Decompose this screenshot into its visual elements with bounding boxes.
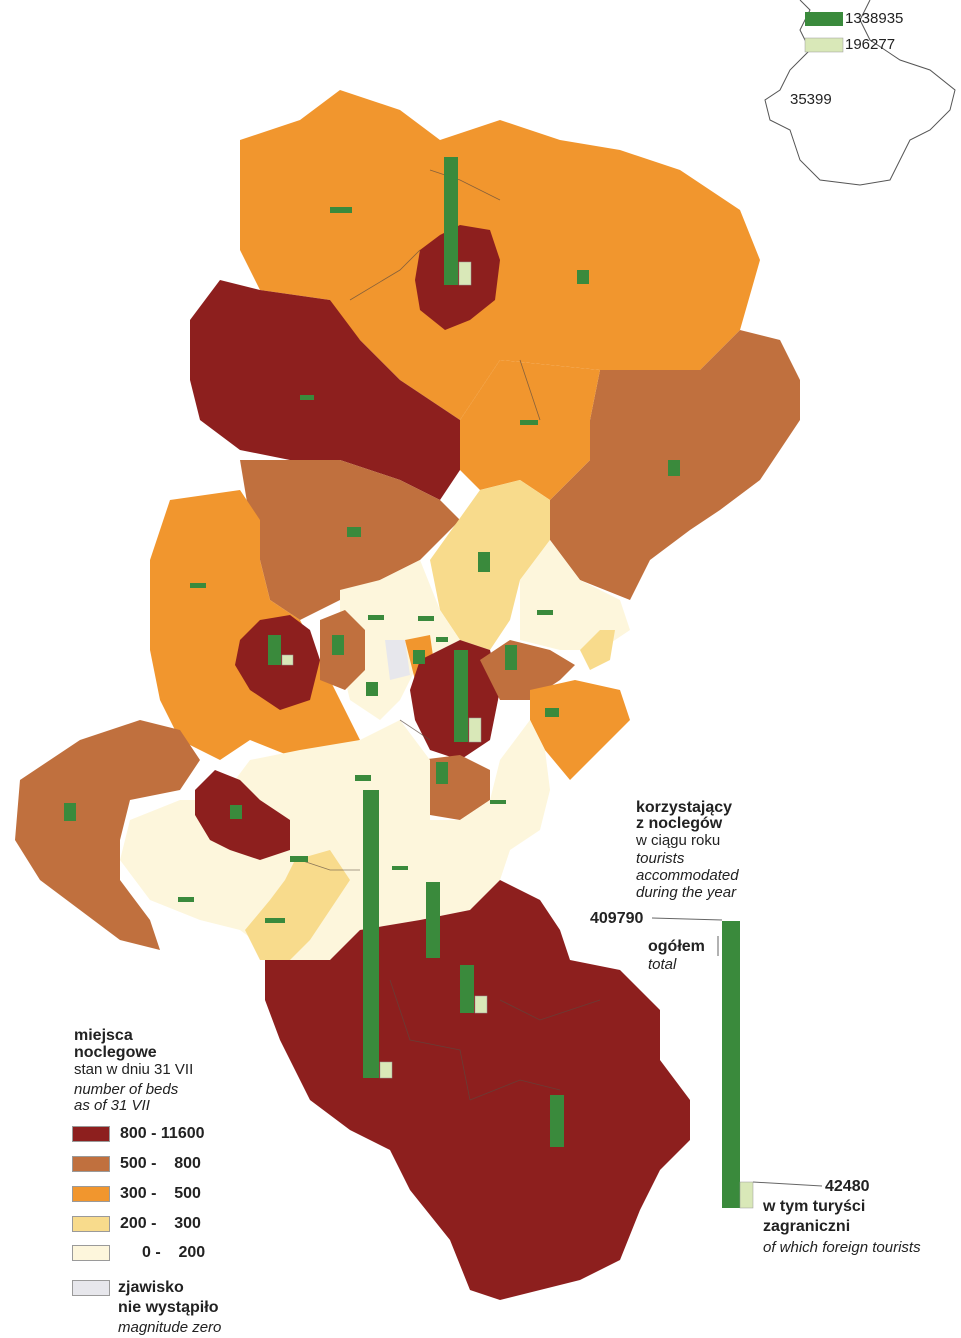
bars-legend-foreign-label-en: of which foreign tourists <box>763 1239 921 1256</box>
bars-legend-total-label-en: total <box>648 956 677 973</box>
bar-total <box>444 157 458 285</box>
region-sw-city <box>195 770 290 860</box>
bar-foreign <box>474 995 488 1014</box>
bars-legend-subtitle: w ciągu roku <box>636 832 721 849</box>
inset-other-value: 35399 <box>790 91 832 108</box>
map-regions <box>15 90 800 1300</box>
bars-legend-foreign-label-1: w tym turyści <box>763 1198 866 1215</box>
legend-swatch-300 <box>72 1186 110 1202</box>
region-yellow-sw <box>245 850 350 960</box>
inset-foreign-value: 196277 <box>845 36 896 53</box>
bar-foreign <box>458 261 472 286</box>
bar-foreign <box>281 654 294 666</box>
bar-total <box>537 610 553 615</box>
bars-legend-title-2: z noclegów <box>636 815 723 832</box>
bar-total <box>64 803 76 821</box>
legend-subtitle-en-2: as of 31 VII <box>74 1097 150 1114</box>
region-west-central-brown <box>240 460 460 620</box>
legend-label-800: 800 - 11600 <box>120 1125 205 1142</box>
bars-legend-subtitle-en-3: during the year <box>636 884 737 901</box>
bar-total <box>550 1095 564 1147</box>
bar-total <box>190 583 206 588</box>
region-orange-east <box>530 680 630 780</box>
legend-subtitle-en-1: number of beds <box>74 1081 179 1098</box>
bars-legend-foreign-value: 42480 <box>825 1178 870 1195</box>
legend-total-leader <box>651 917 723 921</box>
bar-total <box>363 790 379 1078</box>
legend-swatch-500 <box>72 1156 110 1172</box>
bar-total <box>668 460 680 476</box>
region-brown-east <box>480 640 575 700</box>
bar-total <box>290 856 308 862</box>
bar-total <box>436 637 448 642</box>
bar-total <box>478 552 490 572</box>
inset-foreign-bar <box>804 37 844 53</box>
bar-total <box>577 270 589 284</box>
bars-legend-total-label: ogółem <box>648 938 705 955</box>
bars-legend-foreign-label-2: zagraniczni <box>763 1218 851 1235</box>
region-pale-south <box>120 720 550 960</box>
legend-swatch-200 <box>72 1216 110 1232</box>
inset-total-value: 1338935 <box>845 10 904 27</box>
bar-total <box>355 775 371 781</box>
bar-total <box>230 805 242 819</box>
bar-total <box>454 650 468 742</box>
legend-label-500: 500 - 800 <box>120 1155 201 1172</box>
region-zero <box>385 640 410 680</box>
legend-zero-label-en: magnitude zero <box>118 1319 222 1336</box>
legend-foreign-bar <box>739 1181 754 1209</box>
bar-total <box>265 918 285 923</box>
region-yellow-small <box>580 630 615 670</box>
legend-swatch-0 <box>72 1245 110 1261</box>
bar-total <box>460 965 474 1013</box>
region-far-west-brown <box>15 720 200 950</box>
bar-total <box>300 395 314 400</box>
legend-label-200: 200 - 300 <box>120 1215 201 1232</box>
bar-total <box>413 650 425 664</box>
bars-legend-total-value: 409790 <box>590 910 644 927</box>
legend-title-1: miejsca <box>74 1027 133 1044</box>
bar-total <box>392 866 408 870</box>
legend-zero-label-2: nie wystąpiło <box>118 1299 219 1316</box>
bar-total <box>330 207 352 213</box>
bars-legend-title-1: korzystający <box>636 799 733 816</box>
region-central-orange <box>460 360 600 500</box>
bar-total <box>426 882 440 958</box>
bar-total <box>545 708 559 717</box>
bar-foreign <box>379 1061 393 1079</box>
bar-total <box>368 615 384 620</box>
inset-locator <box>764 0 956 186</box>
bar-total <box>332 635 344 655</box>
bar-total <box>418 616 434 621</box>
legend-label-300: 300 - 500 <box>120 1185 201 1202</box>
bar-total <box>490 800 506 804</box>
region-west-red <box>190 280 460 500</box>
region-borders <box>299 169 601 1101</box>
legend-label-0: 0 - 200 <box>142 1244 206 1261</box>
bar-total <box>520 420 538 425</box>
bar-total <box>178 897 194 902</box>
bar-total <box>366 682 378 696</box>
tourist-bars <box>64 157 680 1147</box>
region-north-orange <box>240 90 760 420</box>
bars-legend-subtitle-en-2: accommodated <box>636 867 739 884</box>
bar-total <box>268 635 281 665</box>
inset-total-bar <box>805 12 843 26</box>
legend-title-2: noclegowe <box>74 1044 157 1061</box>
legend-foreign-leader <box>752 1181 823 1187</box>
legend-subtitle: stan w dniu 31 VII <box>74 1061 194 1078</box>
bar-total <box>505 645 517 670</box>
legend-swatch-zero <box>72 1280 110 1296</box>
legend-swatch-800 <box>72 1126 110 1142</box>
region-pale-east <box>520 540 630 650</box>
bar-foreign <box>468 717 482 743</box>
legend-total-bar <box>722 921 740 1208</box>
bar-total <box>347 527 361 537</box>
legend-zero-label-1: zjawisko <box>118 1279 184 1296</box>
bar-total <box>436 762 448 784</box>
bars-legend-subtitle-en-1: tourists <box>636 850 685 867</box>
